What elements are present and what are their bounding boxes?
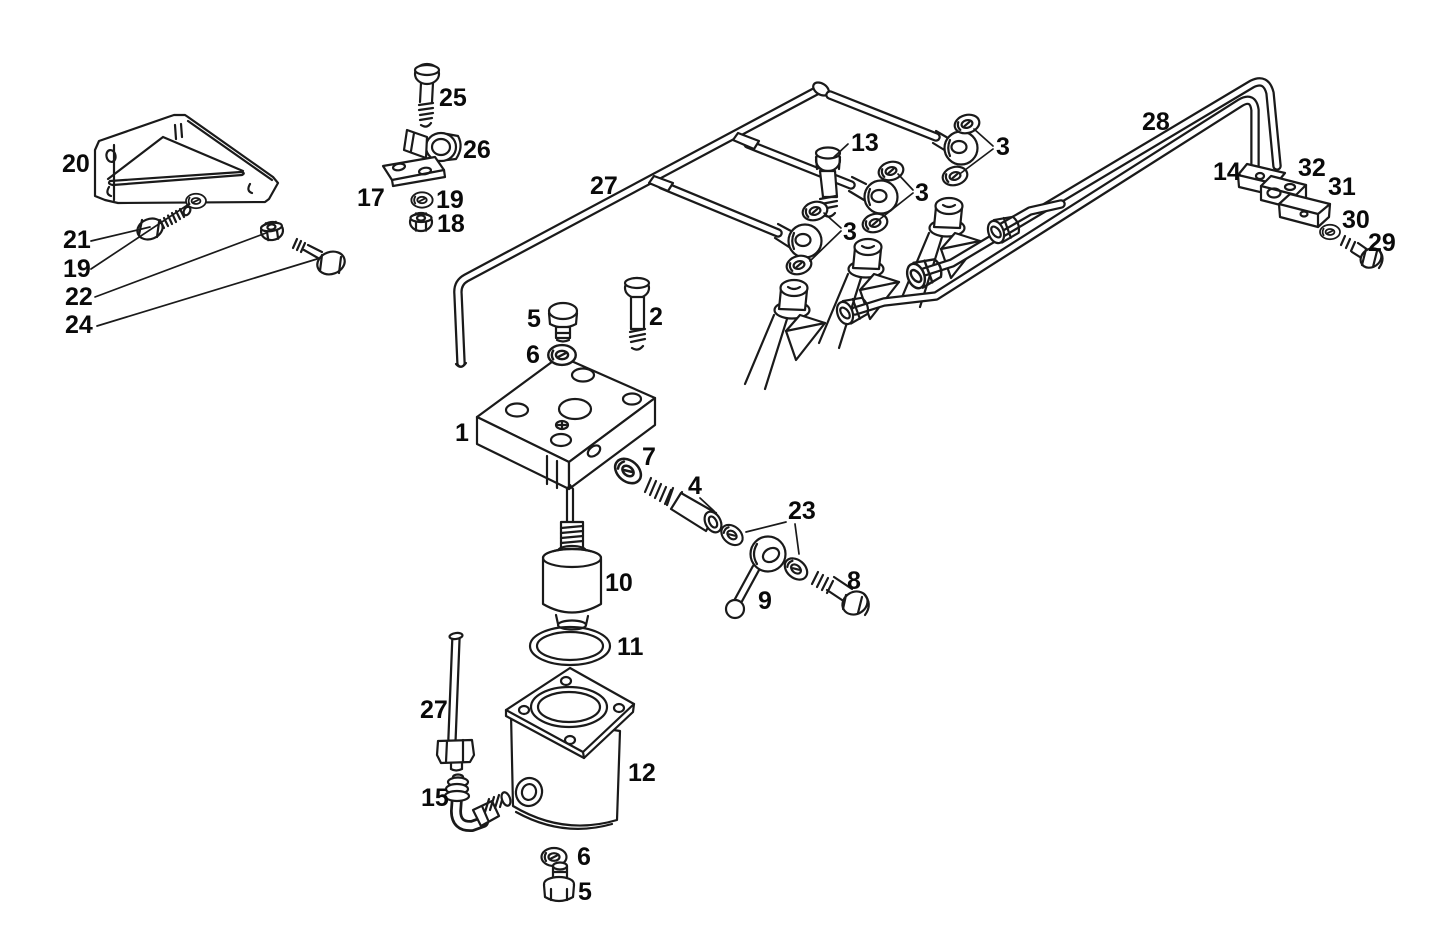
callout-leader-23 (794, 523, 800, 555)
part-15-elbow-fitting (443, 773, 512, 833)
injector-body (743, 278, 827, 391)
callout-label-17: 17 (357, 184, 385, 212)
part-30-washer (1319, 223, 1341, 241)
part-2-bolt (623, 276, 651, 351)
callout-label-12: 12 (628, 759, 656, 787)
callout-label-6: 6 (577, 843, 591, 871)
callout-leader-3 (809, 230, 842, 262)
callout-label-31: 31 (1328, 173, 1356, 201)
callout-label-23: 23 (788, 497, 816, 525)
callout-label-1: 1 (455, 419, 469, 447)
part-18-nut (408, 211, 434, 233)
callout-label-5: 5 (578, 878, 592, 906)
part-10-solenoid (541, 483, 603, 631)
callout-label-13: 13 (851, 129, 879, 157)
callout-leader-3 (897, 173, 914, 191)
callout-label-15: 15 (421, 784, 449, 812)
callout-label-30: 30 (1342, 206, 1370, 234)
callout-label-14: 14 (1213, 158, 1241, 186)
callout-leader-21 (90, 226, 151, 242)
callout-label-7: 7 (642, 443, 656, 471)
part-11-oring (528, 625, 612, 667)
callout-label-3: 3 (843, 218, 857, 246)
callout-label-21: 21 (63, 226, 91, 254)
callout-leader-22 (94, 232, 267, 298)
callout-leader-23 (745, 521, 787, 533)
callout-label-10: 10 (605, 569, 633, 597)
part-25-bolt (413, 62, 441, 128)
part-5-plug-bottom (542, 861, 576, 903)
part-19-washer (410, 191, 434, 209)
part-21-bolt (136, 205, 192, 241)
callout-label-18: 18 (437, 210, 465, 238)
injector-body (817, 237, 901, 350)
link-rod-lower (647, 174, 823, 259)
part-29-bolt (1339, 234, 1384, 270)
part-20-mounting-bracket (93, 113, 280, 205)
callout-label-8: 8 (847, 567, 861, 595)
part-7-washer (609, 452, 647, 490)
callout-label-9: 9 (758, 587, 772, 615)
part-8-bolt (810, 570, 870, 617)
part-6-washer-top (547, 343, 577, 367)
callout-label-27: 27 (420, 696, 448, 724)
part-19-washer (185, 192, 207, 210)
callout-label-26: 26 (463, 136, 491, 164)
callout-leader-3 (879, 192, 914, 220)
callout-label-27: 27 (590, 172, 618, 200)
part-1-cover-plate (475, 354, 657, 491)
callout-label-25: 25 (439, 84, 467, 112)
callout-label-32: 32 (1298, 154, 1326, 182)
callout-label-22: 22 (65, 283, 93, 311)
part-9-link (724, 535, 787, 620)
callout-label-6: 6 (526, 341, 540, 369)
part-12-canister (504, 666, 636, 830)
callout-label-28: 28 (1142, 108, 1170, 136)
callout-leader-3 (823, 212, 842, 229)
callout-label-3: 3 (996, 133, 1010, 161)
callout-label-5: 5 (527, 305, 541, 333)
part-3-washer (939, 162, 971, 190)
callout-leader-19 (90, 203, 190, 270)
callout-label-3: 3 (915, 179, 929, 207)
callout-label-11: 11 (617, 633, 644, 661)
part-4-fitting (643, 476, 723, 534)
link-rod-upper (825, 90, 979, 166)
part-31-clamp-half (1277, 192, 1332, 229)
part-13-bolt (814, 146, 842, 218)
callout-label-2: 2 (649, 303, 663, 331)
part-17-clamp-plate (381, 155, 447, 188)
part-22-nut (258, 219, 286, 243)
callout-leader-4 (699, 497, 715, 512)
callout-label-19: 19 (436, 186, 464, 214)
callout-leader-3 (973, 128, 994, 147)
part-27-pipe (435, 631, 476, 772)
callout-label-29: 29 (1368, 229, 1396, 257)
part-26-clamp (402, 128, 462, 163)
callout-label-24: 24 (65, 311, 93, 339)
part-3-washer (875, 157, 907, 185)
part-28-leakoff-pipe (832, 77, 1282, 328)
part-27-control-rod (453, 81, 830, 368)
callout-label-19: 19 (63, 255, 91, 283)
part-24-bolt (291, 237, 346, 276)
callout-leader-24 (96, 258, 318, 327)
callout-label-20: 20 (62, 150, 90, 178)
callout-leader-13 (833, 143, 849, 158)
callout-label-4: 4 (688, 472, 702, 500)
callout-leader-3 (960, 148, 994, 174)
part-5-plug-top (547, 301, 579, 343)
